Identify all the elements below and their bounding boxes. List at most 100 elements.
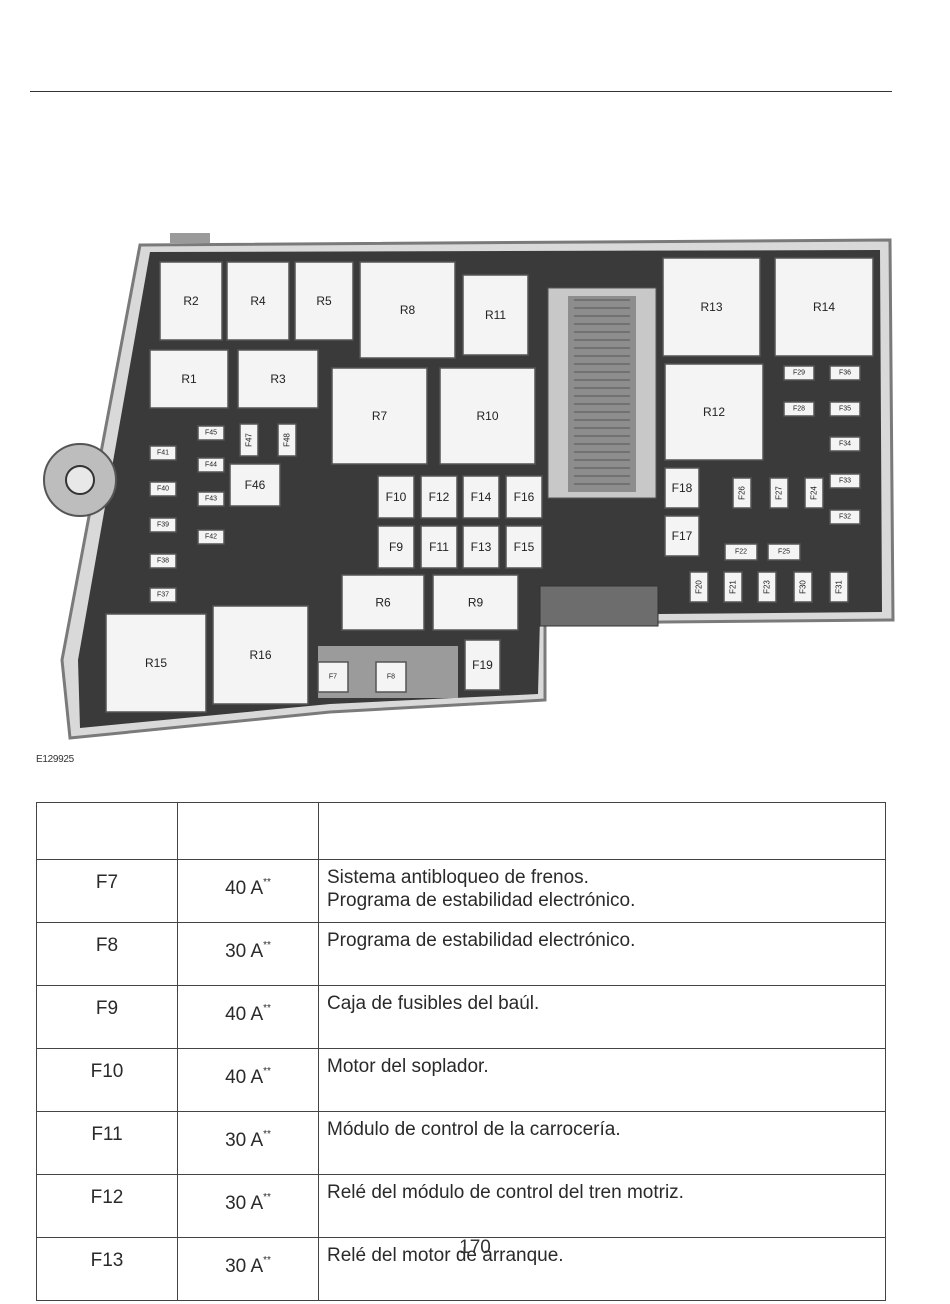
component-label: F14 <box>471 490 492 504</box>
fuse-f42: F42 <box>197 529 225 545</box>
fuse-description: Módulo de control de la carrocería. <box>318 1111 886 1175</box>
fuse-id: F9 <box>36 985 178 1049</box>
fuse-f44: F44 <box>197 457 225 473</box>
fuse-amperage: 30 A** <box>177 922 319 986</box>
fuse-f48: F48 <box>277 423 297 457</box>
fuse-f21: F21 <box>723 571 743 603</box>
relay-r14: R14 <box>774 257 874 357</box>
relay-r15: R15 <box>105 613 207 713</box>
component-label: F10 <box>386 490 407 504</box>
fuse-amperage: 30 A** <box>177 1111 319 1175</box>
fuse-description: Relé del módulo de control del tren motr… <box>318 1174 886 1238</box>
component-label: R12 <box>703 405 725 419</box>
fuse-f36: F36 <box>829 365 861 381</box>
relay-r5: R5 <box>294 261 354 341</box>
header-rule <box>30 91 892 92</box>
component-label: F18 <box>672 481 693 495</box>
component-label: R11 <box>485 308 506 322</box>
fuse-f11: F11 <box>420 525 458 569</box>
fuse-f43: F43 <box>197 491 225 507</box>
fuse-f29: F29 <box>783 365 815 381</box>
component-label: R15 <box>145 656 167 670</box>
fuse-f23: F23 <box>757 571 777 603</box>
fuse-f22: F22 <box>724 543 758 561</box>
fuse-f8: F8 <box>375 661 407 693</box>
component-label: F23 <box>763 580 772 594</box>
fuse-f27: F27 <box>769 477 789 509</box>
component-label: F15 <box>514 540 535 554</box>
fuse-f12: F12 <box>420 475 458 519</box>
component-label: R14 <box>813 300 835 314</box>
relay-r12: R12 <box>664 363 764 461</box>
component-label: F13 <box>471 540 492 554</box>
component-label: F43 <box>205 496 217 503</box>
component-label: F45 <box>205 430 217 437</box>
component-label: F48 <box>283 433 292 447</box>
component-label: F44 <box>205 462 217 469</box>
fuse-f32: F32 <box>829 509 861 525</box>
fuse-f9: F9 <box>377 525 415 569</box>
fuse-amperage: 30 A** <box>177 1174 319 1238</box>
component-label: F47 <box>245 433 254 447</box>
fuse-f18: F18 <box>664 467 700 509</box>
fuse-f45: F45 <box>197 425 225 441</box>
fuse-id: F12 <box>36 1174 178 1238</box>
component-label: R16 <box>249 648 271 662</box>
component-label: F9 <box>389 540 403 554</box>
fuse-f28: F28 <box>783 401 815 417</box>
fuse-amperage: 30 A** <box>177 1237 319 1301</box>
component-label: F16 <box>514 490 535 504</box>
component-label: F39 <box>157 522 169 529</box>
fuse-f41: F41 <box>149 445 177 461</box>
relay-r16: R16 <box>212 605 309 705</box>
component-label: F36 <box>839 370 851 377</box>
fuse-id: F10 <box>36 1048 178 1112</box>
relay-r8: R8 <box>359 261 456 359</box>
component-label: F42 <box>205 534 217 541</box>
component-label: R10 <box>476 409 498 423</box>
relay-r2: R2 <box>159 261 223 341</box>
bottom-connector <box>539 585 659 627</box>
fuse-f20: F20 <box>689 571 709 603</box>
fuse-f15: F15 <box>505 525 543 569</box>
relay-r1: R1 <box>149 349 229 409</box>
fuse-f25: F25 <box>767 543 801 561</box>
header-amperage <box>177 802 319 860</box>
component-label: F35 <box>839 406 851 413</box>
fuse-amperage: 40 A** <box>177 1048 319 1112</box>
fuse-description: Programa de estabilidad electrónico. <box>318 922 886 986</box>
fuse-f14: F14 <box>462 475 500 519</box>
relay-r11: R11 <box>462 274 529 356</box>
fuse-f17: F17 <box>664 515 700 557</box>
component-label: F46 <box>245 478 266 492</box>
component-label: F28 <box>793 406 805 413</box>
component-label: R9 <box>468 596 484 610</box>
fuse-f47: F47 <box>239 423 259 457</box>
component-label: F38 <box>157 558 169 565</box>
fuse-f19: F19 <box>464 639 501 691</box>
fuse-f24: F24 <box>804 477 824 509</box>
fuse-id: F7 <box>36 859 178 923</box>
header-description <box>318 802 886 860</box>
fuse-f37: F37 <box>149 587 177 603</box>
component-label: F31 <box>835 580 844 594</box>
component-label: F22 <box>735 549 747 556</box>
component-label: R13 <box>700 300 722 314</box>
fuse-f31: F31 <box>829 571 849 603</box>
component-label: F37 <box>157 592 169 599</box>
component-label: F41 <box>157 450 169 457</box>
relay-r4: R4 <box>226 261 290 341</box>
fuse-description: Motor del soplador. <box>318 1048 886 1112</box>
component-label: F24 <box>810 486 819 500</box>
fuse-f26: F26 <box>732 477 752 509</box>
component-label: R3 <box>270 372 286 386</box>
